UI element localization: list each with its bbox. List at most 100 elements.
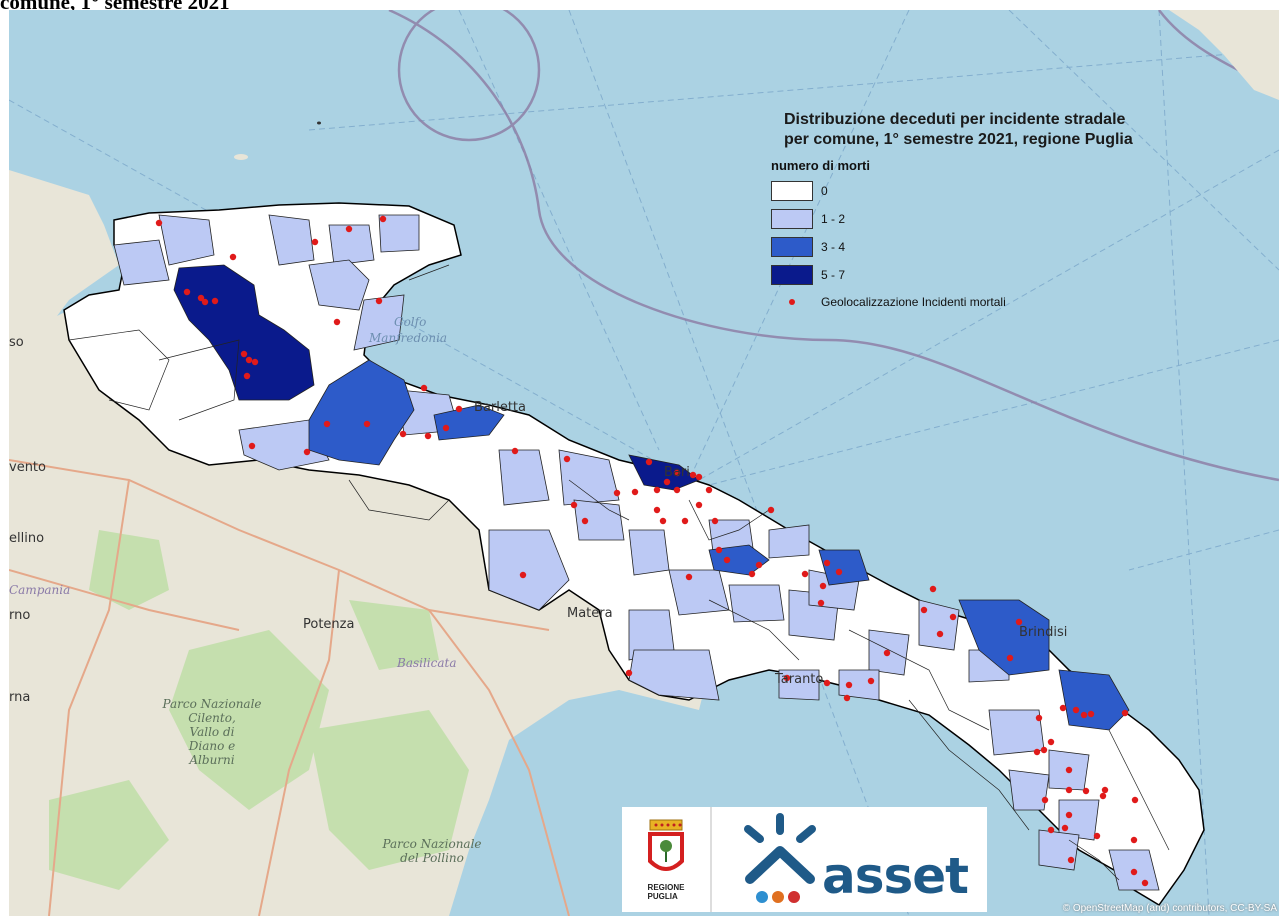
legend-label-5-7: 5 - 7: [821, 268, 846, 282]
forest-areas: [49, 530, 469, 890]
pianosa-island: [317, 121, 321, 125]
label-taranto: Taranto: [775, 672, 824, 687]
legend-title-line2: per comune, 1° semestre 2021, regione Pu…: [784, 131, 1133, 148]
accident-point: [673, 486, 681, 494]
accident-points: [155, 215, 1149, 887]
accident-point: [705, 486, 713, 494]
accident-point: [715, 546, 723, 554]
accident-point: [685, 573, 693, 581]
label-vento: vento: [9, 460, 46, 475]
accident-point: [817, 599, 825, 607]
accident-point: [631, 488, 639, 496]
label-parco-cilento-l2: Cilento,: [188, 711, 236, 725]
accident-point: [835, 568, 843, 576]
accident-point: [613, 489, 621, 497]
accident-point: [581, 517, 589, 525]
accident-point: [783, 674, 791, 682]
accident-point: [155, 219, 163, 227]
accident-point: [867, 677, 875, 685]
accident-point: [379, 215, 387, 223]
label-ellino: ellino: [9, 531, 45, 546]
accident-point: [251, 358, 259, 366]
accident-point: [1093, 832, 1101, 840]
accident-point: [1087, 710, 1095, 718]
accident-point: [201, 298, 209, 306]
legend-swatch-5-7: [771, 265, 813, 285]
asset-logo: asset: [712, 807, 987, 912]
legend-swatch-1-2: [771, 209, 813, 229]
accident-point: [695, 501, 703, 509]
accident-point: [681, 517, 689, 525]
accident-point: [1080, 711, 1088, 719]
accident-point: [1101, 786, 1109, 794]
accident-point: [819, 582, 827, 590]
accident-point: [748, 570, 756, 578]
accident-point: [424, 432, 432, 440]
accident-point: [311, 238, 319, 246]
accident-point: [248, 442, 256, 450]
legend-swatch-0: [771, 181, 813, 201]
accident-point: [303, 448, 311, 456]
accident-point: [245, 356, 253, 364]
label-potenza: Potenza: [303, 617, 355, 632]
legend-item-3-4: 3 - 4: [771, 235, 1271, 259]
accident-point: [1047, 738, 1055, 746]
accident-point: [653, 506, 661, 514]
legend-title-line1: Distribuzione deceduti per incidente str…: [784, 111, 1126, 128]
accident-dot-icon: [789, 299, 795, 305]
shipping-lanes: [9, 10, 1279, 916]
label-barletta: Barletta: [474, 400, 526, 415]
label-parco-pollino: Parco Nazionale del Pollino: [367, 837, 497, 865]
map-canvas[interactable]: Golfo Manfredonia Barletta Bari so vento…: [9, 10, 1279, 916]
accident-point: [363, 420, 371, 428]
label-rno: rno: [9, 608, 31, 623]
accident-point: [845, 681, 853, 689]
puglia-logo-text: REGIONE PUGLIA: [648, 883, 685, 901]
accident-point: [442, 424, 450, 432]
accident-point: [323, 420, 331, 428]
accident-point: [1061, 824, 1069, 832]
accident-point: [375, 297, 383, 305]
accident-point: [1072, 706, 1080, 714]
accident-point: [625, 669, 633, 677]
accident-point: [695, 473, 703, 481]
label-bari: Bari: [664, 465, 690, 480]
legend-swatch-3-4: [771, 237, 813, 257]
tremiti-island: [234, 154, 248, 160]
asset-logo-text: asset: [822, 847, 969, 905]
accident-point: [211, 297, 219, 305]
accident-point: [570, 501, 578, 509]
accident-point: [333, 318, 341, 326]
accident-point: [711, 517, 719, 525]
accident-point: [1041, 796, 1049, 804]
accident-point: [511, 447, 519, 455]
legend-label-accidents: Geolocalizzazione Incidenti mortali: [821, 295, 1006, 309]
accident-point: [659, 517, 667, 525]
accident-point: [755, 561, 763, 569]
label-so: so: [9, 335, 24, 350]
croatia-coast: [1169, 10, 1279, 100]
accident-point: [653, 486, 661, 494]
accident-point: [1065, 786, 1073, 794]
map-attribution[interactable]: © OpenStreetMap (and) contributors, CC-B…: [1062, 903, 1277, 914]
accident-point: [883, 649, 891, 657]
accident-point: [723, 556, 731, 564]
label-parco-pollino-l1: Parco Nazionale: [382, 837, 482, 851]
label-parco-cilento-l1: Parco Nazionale: [162, 697, 262, 711]
puglia-choropleth-map: [9, 10, 1279, 916]
accident-point: [767, 506, 775, 514]
accident-point: [1065, 766, 1073, 774]
accident-point: [823, 679, 831, 687]
accident-point: [455, 405, 463, 413]
legend-item-accidents: Geolocalizzazione Incidenti mortali: [771, 295, 1271, 309]
accident-point: [663, 478, 671, 486]
accident-point: [1082, 787, 1090, 795]
legend-label-0: 0: [821, 184, 828, 198]
accident-point: [843, 694, 851, 702]
map-legend: Distribuzione deceduti per incidente str…: [771, 110, 1271, 309]
accident-point: [345, 225, 353, 233]
puglia-crest-icon: [648, 819, 684, 871]
accident-point: [949, 613, 957, 621]
accident-point: [399, 430, 407, 438]
asset-mark-icon: [744, 813, 816, 903]
